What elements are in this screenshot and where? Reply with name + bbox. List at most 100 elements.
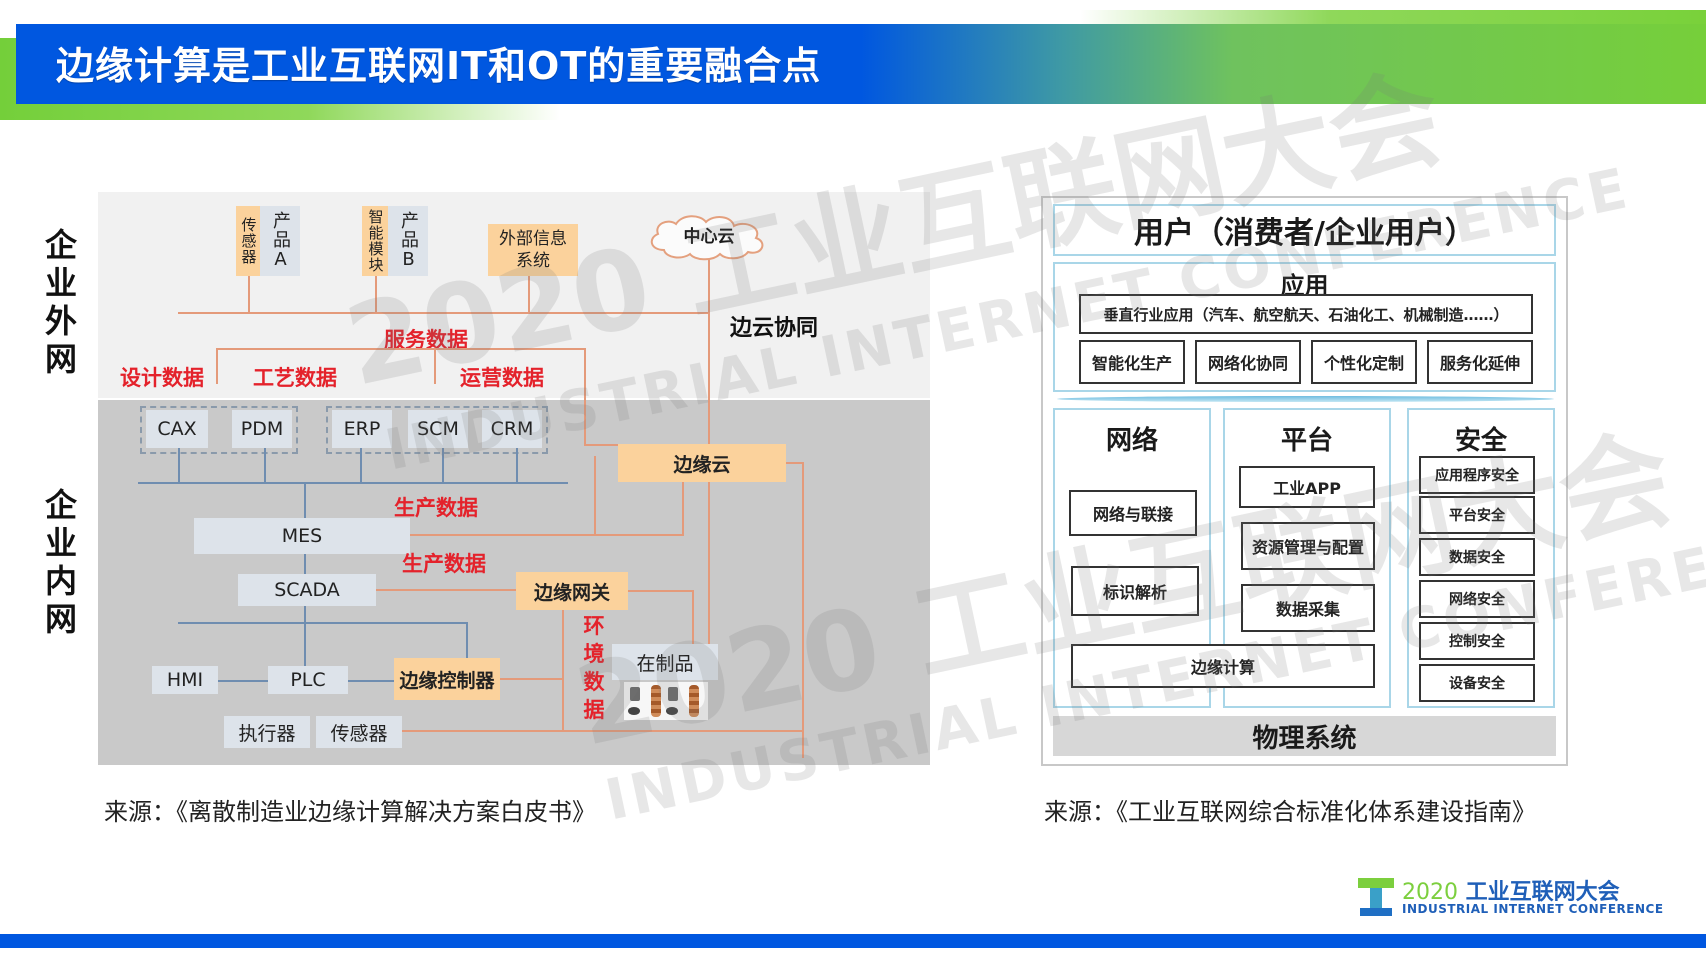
field-sensor-label: 传感器 bbox=[330, 722, 388, 745]
security-item: 设备安全 bbox=[1419, 664, 1535, 702]
application-layer: 应用 垂直行业应用（汽车、航空航天、石油化工、机械制造……） 智能化生产 网络化… bbox=[1053, 262, 1556, 392]
actuator-label: 执行器 bbox=[238, 722, 296, 745]
sensor-box: 传感器 bbox=[236, 206, 260, 276]
app-item: 智能化生产 bbox=[1079, 340, 1185, 384]
cax-box: CAX bbox=[146, 410, 208, 448]
wip-devices-image bbox=[624, 682, 708, 720]
security-item: 数据安全 bbox=[1419, 538, 1535, 576]
logo-name-cn: 工业互联网大会 bbox=[1465, 880, 1620, 905]
connector bbox=[375, 276, 377, 312]
erp-box: ERP bbox=[332, 410, 392, 448]
platform-item: 数据采集 bbox=[1241, 584, 1375, 632]
connector bbox=[516, 448, 518, 482]
external-info-line2: 系统 bbox=[516, 251, 550, 271]
app-item-label: 智能化生产 bbox=[1091, 354, 1172, 373]
network-item: 标识解析 bbox=[1071, 566, 1199, 616]
security-item: 控制安全 bbox=[1419, 622, 1535, 660]
connector bbox=[410, 534, 530, 536]
security-item: 应用程序安全 bbox=[1419, 456, 1535, 494]
field-sensor-box: 传感器 bbox=[316, 716, 402, 748]
security-item-label: 控制安全 bbox=[1449, 634, 1505, 650]
sensor-label: 传感器 bbox=[239, 217, 258, 265]
user-layer-label: 用户（消费者/企业用户） bbox=[1134, 216, 1475, 251]
edge-gateway-label: 边缘网关 bbox=[533, 581, 610, 604]
app-item-label: 个性化定制 bbox=[1323, 354, 1404, 373]
data-bracket-line bbox=[216, 348, 218, 384]
platform-item: 资源管理与配置 bbox=[1241, 522, 1375, 570]
edge-computing-box: 边缘计算 bbox=[1071, 644, 1375, 688]
it-bus-line bbox=[138, 482, 568, 484]
network-item: 网络与联接 bbox=[1069, 490, 1197, 536]
platform-item-label: 资源管理与配置 bbox=[1251, 538, 1364, 557]
edge-controller-box: 边缘控制器 bbox=[394, 658, 500, 700]
connector bbox=[682, 482, 684, 534]
security-item-label: 网络安全 bbox=[1449, 592, 1505, 608]
connector bbox=[594, 456, 596, 536]
connector bbox=[528, 534, 684, 536]
data-bracket-line bbox=[434, 348, 436, 384]
device-icon bbox=[665, 685, 685, 717]
central-cloud: 中心云 bbox=[644, 212, 774, 262]
connector bbox=[466, 622, 468, 658]
data-bracket-line bbox=[216, 348, 586, 350]
smart-module-label: 智能模块 bbox=[366, 209, 385, 273]
platform-item: 工业APP bbox=[1239, 466, 1375, 508]
coil-icon bbox=[651, 685, 661, 717]
source-caption-left: 来源：《离散制造业边缘计算解决方案白皮书》 bbox=[104, 798, 596, 826]
mes-box: MES bbox=[194, 518, 410, 554]
central-cloud-label: 中心云 bbox=[683, 227, 735, 247]
connector bbox=[692, 590, 694, 644]
logo-year: 2020 bbox=[1402, 880, 1458, 905]
security-column: 安全 应用程序安全 平台安全 数据安全 网络安全 控制安全 设备安全 bbox=[1407, 408, 1555, 708]
operation-data-label: 运营数据 bbox=[460, 366, 544, 390]
connector bbox=[376, 589, 516, 591]
operation-systems-group bbox=[326, 406, 548, 454]
network-column: 网络 网络与联接 标识解析 bbox=[1053, 408, 1211, 708]
crm-box: CRM bbox=[482, 410, 542, 448]
scada-label: SCADA bbox=[274, 579, 340, 601]
product-b-label: 产品B bbox=[398, 211, 419, 271]
design-data-label: 设计数据 bbox=[120, 366, 204, 390]
pdm-box: PDM bbox=[232, 410, 292, 448]
security-item-label: 应用程序安全 bbox=[1435, 468, 1519, 484]
connector bbox=[304, 606, 306, 666]
actuator-box: 执行器 bbox=[224, 716, 310, 748]
connector bbox=[304, 482, 306, 518]
coil-icon bbox=[689, 685, 699, 717]
platform-column: 平台 工业APP 资源管理与配置 数据采集 bbox=[1223, 408, 1391, 708]
scm-label: SCM bbox=[417, 418, 459, 440]
platform-item-label: 工业APP bbox=[1273, 479, 1341, 498]
platform-item-label: 数据采集 bbox=[1275, 600, 1340, 619]
scm-box: SCM bbox=[408, 410, 468, 448]
wip-box: 在制品 bbox=[612, 644, 718, 680]
cloud-icon bbox=[650, 215, 764, 261]
production-data-label-1: 生产数据 bbox=[394, 496, 478, 520]
product-a-label: 产品A bbox=[270, 211, 291, 271]
conference-logo-icon bbox=[1358, 878, 1394, 918]
device-icon bbox=[627, 685, 647, 717]
enterprise-external-network-label: 企业外网 bbox=[44, 226, 77, 378]
connector bbox=[584, 444, 618, 446]
connector bbox=[500, 678, 562, 680]
network-item-label: 网络与联接 bbox=[1092, 505, 1173, 524]
vertical-industry-apps: 垂直行业应用（汽车、航空航天、石油化工、机械制造……） bbox=[1079, 294, 1533, 334]
smart-module-box: 智能模块 bbox=[362, 206, 388, 276]
logo-name-en: INDUSTRIAL INTERNET CONFERENCE bbox=[1402, 902, 1664, 916]
connector bbox=[248, 276, 250, 312]
edge-cloud-collab-label: 边云协同 bbox=[730, 316, 819, 341]
security-item-label: 平台安全 bbox=[1449, 508, 1505, 524]
design-systems-group bbox=[140, 406, 298, 454]
product-b-box: 产品B bbox=[388, 206, 428, 276]
conference-logo-title: 2020 工业互联网大会 bbox=[1402, 874, 1620, 906]
physical-system-label: 物理系统 bbox=[1252, 723, 1357, 754]
industrial-internet-standards-diagram: 用户（消费者/企业用户） 应用 垂直行业应用（汽车、航空航天、石油化工、机械制造… bbox=[1041, 196, 1568, 766]
app-item-label: 网络化协同 bbox=[1207, 354, 1288, 373]
edge-computing-label: 边缘计算 bbox=[1190, 658, 1255, 677]
edge-cloud-box: 边缘云 bbox=[618, 444, 786, 482]
conference-logo: 2020 工业互联网大会 INDUSTRIAL INTERNET CONFERE… bbox=[1358, 874, 1663, 922]
bottom-data-line bbox=[428, 730, 804, 732]
cax-label: CAX bbox=[157, 418, 197, 440]
connector bbox=[628, 590, 692, 592]
connector bbox=[304, 554, 306, 574]
app-item: 服务化延伸 bbox=[1427, 340, 1533, 384]
